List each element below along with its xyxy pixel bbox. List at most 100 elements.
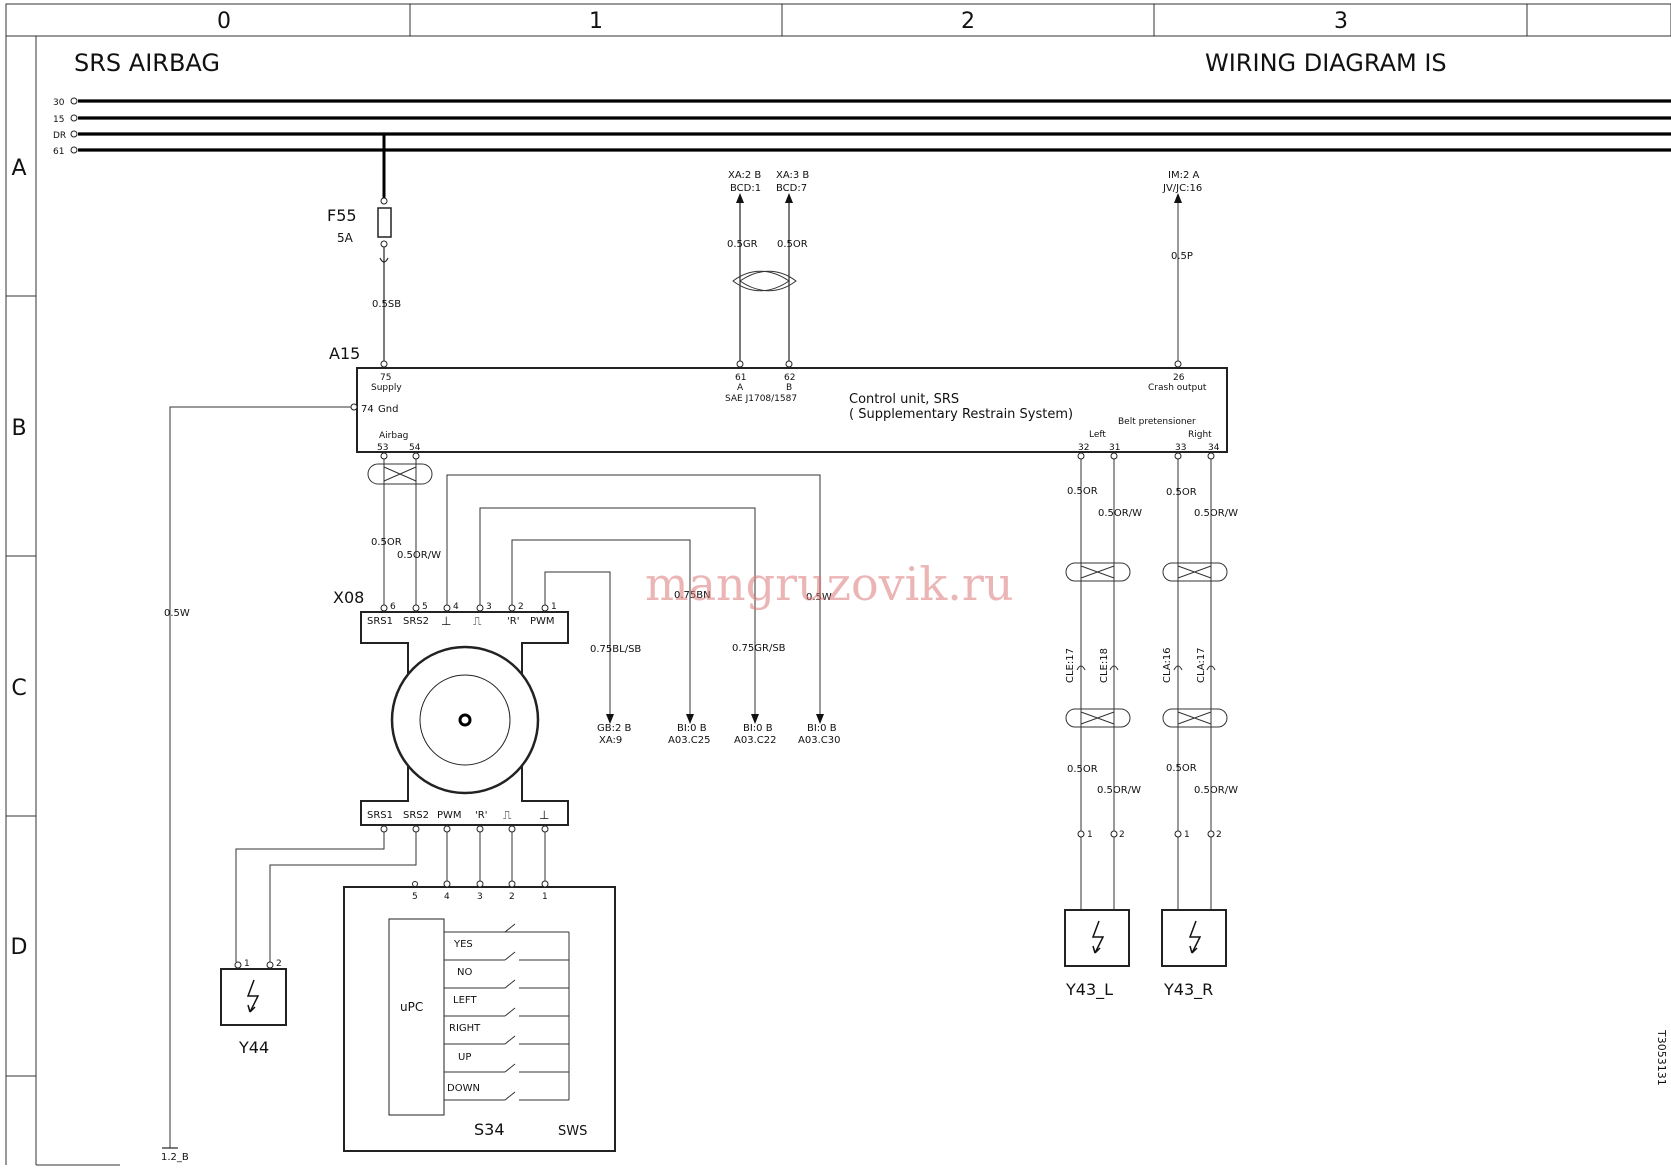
left-wire-or-top: 0.5OR (1067, 486, 1098, 497)
s34-id: S34 (474, 1120, 505, 1139)
left-wire-orw-bottom: 0.5OR/W (1097, 785, 1141, 796)
im2-label: IM:2 A (1168, 170, 1199, 181)
control-unit-id: A15 (329, 344, 360, 363)
y43l-id: Y43_L (1065, 980, 1113, 1000)
wire-w-label: 0.5W (806, 592, 832, 603)
clockspring-x08: X08 6 5 4 3 2 1 SRS1 SRS2 ⊥ ⎍ 'R' PWM SR… (333, 588, 569, 833)
fuse-wire-label: 0.5SB (372, 299, 401, 310)
x08-pin-1: 1 (551, 602, 557, 612)
fuse-rating: 5A (337, 231, 354, 245)
squib-icon (246, 979, 260, 1013)
supply-bus: 30 15 DR 61 (53, 97, 1671, 157)
x08-bottom-label-pulse: ⎍ (503, 808, 512, 822)
xa3-label: XA:3 B (776, 170, 809, 181)
j1708-letter-b: B (786, 383, 792, 393)
x08-top-label-pwm: PWM (530, 616, 555, 627)
x08-top-label-ground: ⊥ (441, 614, 451, 628)
x08-top-label-srs1: SRS1 (367, 616, 393, 627)
ground-wire-label: 0.5W (164, 608, 190, 619)
cle17-label: CLE:17 (1065, 648, 1076, 683)
ground-ref-label: 1.2_B (161, 1152, 189, 1163)
bus-label-15: 15 (53, 115, 64, 125)
switch-left: LEFT (453, 995, 477, 1006)
control-unit-a15: A15 Control unit, SRS ( Supplementary Re… (329, 344, 1228, 460)
x08-id: X08 (333, 588, 364, 607)
belt-left-label: Left (1089, 430, 1106, 440)
airbag-pin-53: 53 (377, 443, 388, 453)
x08-pin-3: 3 (486, 602, 492, 612)
left-wire-orw-top: 0.5OR/W (1098, 508, 1142, 519)
control-unit-name: Control unit, SRS (849, 392, 959, 407)
belt-pretensioner-wiring: CLE:17 CLE:18 CLA:16 CLA:17 0.5OR 0.5OR/… (1065, 459, 1238, 910)
x08-top-label-pulse: ⎍ (473, 614, 482, 628)
s34-pin-2: 2 (509, 892, 515, 902)
x08-bottom-label-ground: ⊥ (539, 808, 549, 822)
fuse-f55: F55 5A 0.5SB (327, 134, 401, 362)
dest-bi0-3: BI:0 B (807, 723, 837, 734)
wire-grsb-label: 0.75GR/SB (732, 643, 786, 654)
crash-label: Crash output (1148, 383, 1207, 393)
belt-pin-31: 31 (1109, 443, 1120, 453)
x08-top-label-r: 'R' (507, 616, 519, 627)
gnd-label: Gnd (378, 404, 398, 415)
supply-label: Supply (371, 383, 402, 393)
fuse-id: F55 (327, 206, 357, 225)
airbag-y44: 1 2 Y44 (220, 959, 287, 1057)
switch-up: UP (458, 1052, 471, 1063)
frame: 0 1 2 3 A B C D (5, 3, 1671, 1166)
dest-gb2-sub: XA:9 (599, 735, 622, 746)
airbag-wires: 0.5OR 0.5OR/W (367, 459, 441, 606)
x08-bottom-label-pwm: PWM (437, 810, 462, 821)
wire-gr-label: 0.5GR (727, 239, 758, 250)
squib-icon (1188, 920, 1202, 954)
crash-output-connection: IM:2 A JV/JC:16 0.5P (1162, 170, 1202, 361)
right-wire-or-bottom: 0.5OR (1166, 763, 1197, 774)
cla17-label: CLA:17 (1196, 647, 1207, 683)
belt-label: Belt pretensioner (1118, 417, 1196, 427)
row-label-b: B (11, 416, 26, 441)
y44-pin-1: 1 (244, 959, 250, 969)
x08-top-label-srs2: SRS2 (403, 616, 429, 627)
y43r-pin-1: 1 (1184, 830, 1190, 840)
ground-wire: 0.5W 1.2_B (161, 406, 351, 1163)
wire-p-label: 0.5P (1171, 251, 1193, 262)
x08-bottom-label-srs1: SRS1 (367, 810, 393, 821)
belt-pin-32: 32 (1078, 443, 1089, 453)
x08-pin-5: 5 (422, 602, 428, 612)
bus-label-61: 61 (53, 147, 64, 157)
airbag-pin-54: 54 (409, 443, 421, 453)
y43l-pin-2: 2 (1119, 830, 1125, 840)
s34-pin-4: 4 (444, 892, 450, 902)
belt-pin-34: 34 (1208, 443, 1220, 453)
document-reference: T3053131 (1655, 1029, 1668, 1086)
cle18-label: CLE:18 (1099, 648, 1110, 683)
x08-pin-4: 4 (453, 602, 459, 612)
control-unit-description: ( Supplementary Restrain System) (849, 407, 1073, 422)
diagram-subtitle: WIRING DIAGRAM IS (1205, 49, 1447, 77)
belt-pin-33: 33 (1175, 443, 1186, 453)
belt-right-label: Right (1188, 430, 1212, 440)
dest-bi0-2: BI:0 B (743, 723, 773, 734)
xa2-label: XA:2 B (728, 170, 761, 181)
wire-bn-label: 0.75BN (674, 590, 711, 601)
dest-bi0-3-sub: A03.C30 (798, 735, 840, 746)
left-wire-or-bottom: 0.5OR (1067, 764, 1098, 775)
x08-bottom-label-r: 'R' (475, 810, 487, 821)
bus-label-30: 30 (53, 98, 65, 108)
steering-switches-s34: 5 4 3 2 1 uPC YES NO LEFT RIGHT UP DOWN … (343, 880, 616, 1152)
switch-down: DOWN (447, 1083, 480, 1094)
wire-or-label: 0.5OR (777, 239, 808, 250)
pretensioner-y43-l: Y43_L (1064, 909, 1130, 1000)
j1708-pin-b: 62 (784, 373, 795, 383)
j1708-connections: XA:2 B BCD:1 XA:3 B BCD:7 0.5GR 0.5OR (727, 170, 809, 361)
im2-sub-label: JV/JC:16 (1162, 183, 1202, 194)
airbag-wire-1-label: 0.5OR (371, 537, 402, 548)
row-label-d: D (11, 935, 28, 960)
xa2-sub-label: BCD:1 (730, 183, 761, 194)
wire-blsb-label: 0.75BL/SB (590, 644, 641, 655)
watermark: mangruzovik.ru (645, 557, 1013, 611)
j1708-letter-a: A (737, 383, 744, 393)
xa3-sub-label: BCD:7 (776, 183, 807, 194)
gnd-pin: 74 (361, 404, 374, 415)
